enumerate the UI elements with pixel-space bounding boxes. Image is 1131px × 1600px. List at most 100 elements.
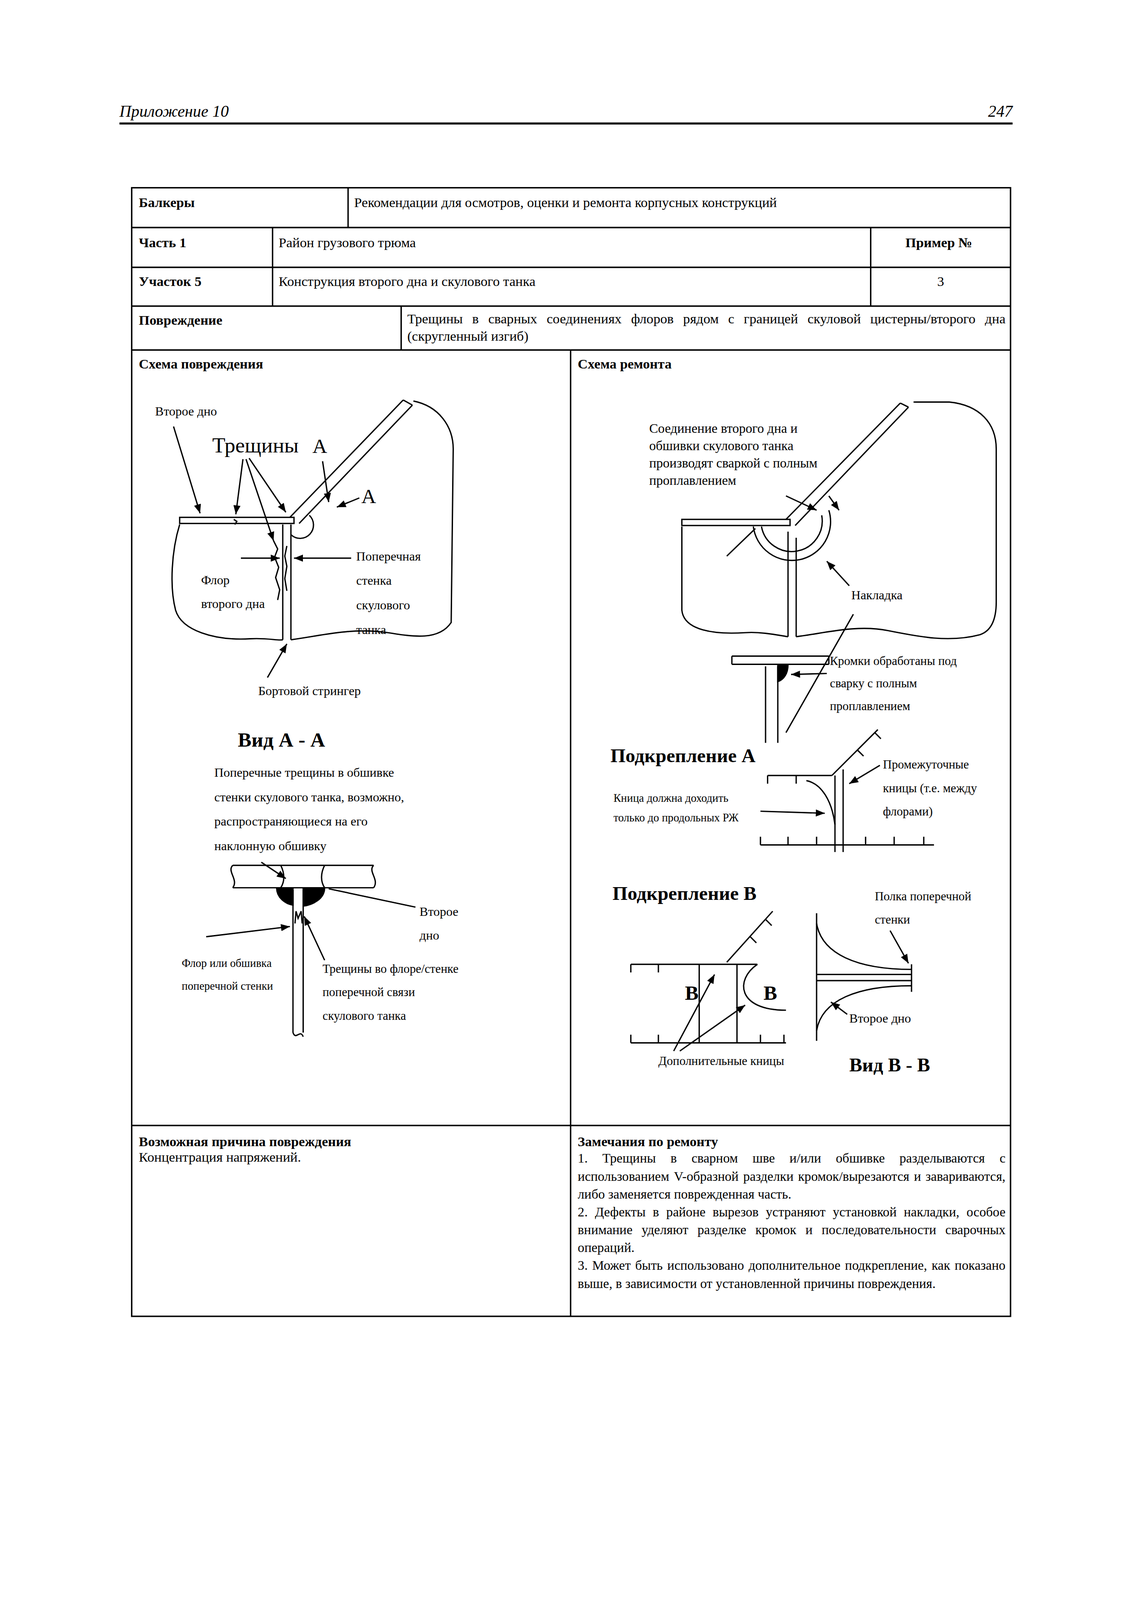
section-view-a-part: [303, 887, 325, 907]
section-view-a-part: [232, 865, 374, 867]
damage-sketch-part: [290, 524, 292, 641]
damage-sketch-part: [240, 557, 280, 559]
reinforcement-a-part: [922, 837, 925, 846]
damage-sketch-part: [293, 557, 351, 559]
reinforcement-a-part: [759, 837, 761, 846]
reinforcement-b-part: [816, 974, 912, 976]
part-label: Полка поперечной стенки: [874, 885, 987, 933]
damage-sketch: [171, 400, 454, 678]
section-view-a-part: [328, 889, 416, 908]
table-grid-part: [347, 187, 349, 228]
reinforcement-b-part: [830, 1002, 848, 1015]
table-cell: Участок 5: [138, 273, 202, 290]
reinforcement-a-part: [760, 811, 825, 814]
reinforcement-b: [630, 911, 912, 1052]
table-cell: Пример №: [905, 234, 973, 251]
table-cell: Часть 1: [138, 234, 187, 251]
table-cell: Трещины в сварных соединениях флоров ряд…: [407, 310, 1006, 345]
repair-sketch-part: [731, 656, 733, 665]
header-rule-part: [119, 122, 1013, 125]
table-cell: Конструкция второго дна и скулового танк…: [278, 273, 536, 290]
reinforcement-a-part: [874, 732, 881, 739]
part-label: Второе дно: [419, 900, 459, 948]
view-title: Подкрепление В: [612, 882, 757, 906]
reinforcement-b-part: [816, 985, 912, 1031]
damage-sketch-part: [249, 458, 287, 513]
table-grid-part: [131, 226, 1011, 229]
reinforcement-a-part: [842, 769, 845, 853]
damage-sketch-part: [291, 515, 314, 539]
part-label: Второе дно: [155, 404, 217, 419]
reinforcement-a-part: [834, 775, 836, 853]
view-title: Подкрепление А: [610, 745, 756, 768]
reinforcement-b-part: [816, 923, 912, 970]
damage-sketch-part: [281, 524, 284, 641]
reinforcement-a-part: [865, 837, 867, 846]
view-title: Вид А - А: [237, 728, 325, 752]
repair-sketch-part: [753, 510, 831, 561]
reinforcement-b-part: [743, 964, 787, 1011]
reinforcement-b-part: [630, 1035, 632, 1044]
damage-sketch-part: [273, 541, 280, 601]
section-heading: Схема повреждения: [138, 356, 263, 373]
reinforcement-a-part: [893, 837, 895, 846]
reinforcement-a-part: [806, 780, 835, 825]
section-view-a-part: [302, 890, 304, 1033]
damage-sketch-part: [233, 519, 237, 525]
part-label: Трещины во флоре/стенке поперечной связи…: [322, 957, 468, 1028]
repair-sketch-part: [765, 666, 767, 744]
repair-sketch-part: [682, 519, 791, 526]
reinforcement-b-part: [890, 930, 909, 964]
table-cell: 3: [870, 273, 1011, 290]
running-header: Приложение 10: [119, 102, 230, 121]
view-title: Вид В - В: [849, 1054, 930, 1077]
reinforcement-a-part: [795, 775, 798, 784]
repair-sketch: [682, 401, 997, 743]
reinforcement-b-part: [630, 964, 758, 966]
repair-sketch-part: [726, 528, 756, 557]
note: Кромки обработаны под сварку с полным пр…: [829, 650, 984, 718]
table-grid-part: [870, 227, 872, 307]
reinforcement-b-part: [816, 980, 912, 982]
damage-sketch-part: [235, 459, 244, 515]
page-number: 247: [918, 102, 1013, 121]
damage-sketch-part: [322, 461, 329, 502]
part-label: Трещины: [212, 432, 299, 458]
note: Поперечные трещины в обшивке стенки скул…: [214, 760, 424, 859]
damage-sketch-part: [171, 524, 283, 641]
table-grid-part: [400, 306, 402, 350]
reinforcement-a-part: [815, 837, 818, 846]
repair-sketch-part: [791, 673, 827, 675]
section-view-a-part: [292, 890, 294, 1033]
reinforcement-b-part: [673, 974, 715, 1052]
damage-sketch-part: [173, 426, 200, 514]
section-view-a-part: [206, 926, 290, 937]
repair-sketch-part: [787, 531, 789, 637]
section-view-a-part: [292, 1032, 303, 1038]
damage-sketch-part: [267, 644, 287, 678]
repair-sketch-part: [795, 537, 798, 637]
part-label: Второе дно: [849, 1011, 911, 1027]
reinforcement-a-part: [767, 775, 832, 777]
table-cell: Повреждение: [138, 312, 223, 329]
reinforcement-b-part: [765, 919, 772, 926]
remark: 1. Трещины в сварном шве и/или обшивке р…: [577, 1149, 1006, 1204]
remark: 3. Может быть использовано дополнительно…: [577, 1256, 1006, 1293]
section-heading: Возможная причина повреждения: [138, 1134, 352, 1151]
damage-sketch-part: [245, 459, 274, 542]
reinforcement-b-part: [630, 1042, 787, 1044]
table-grid-part: [569, 349, 572, 1317]
reinforcement-b-part: [630, 964, 632, 973]
table-cell: Район грузового трюма: [278, 234, 417, 251]
section-heading: Замечания по ремонту: [577, 1134, 718, 1151]
reinforcement-b-part: [910, 964, 913, 992]
damage-sketch-part: [289, 400, 403, 518]
section-view-a-part: [230, 865, 235, 888]
reinforcement-a-part: [831, 729, 878, 777]
table-grid: [131, 187, 1011, 1317]
note: Кница должна доходить только до продольн…: [613, 788, 752, 828]
section-view-a-part: [304, 916, 325, 961]
damage-sketch-part: [284, 546, 287, 591]
damage-sketch-part: [336, 498, 360, 508]
